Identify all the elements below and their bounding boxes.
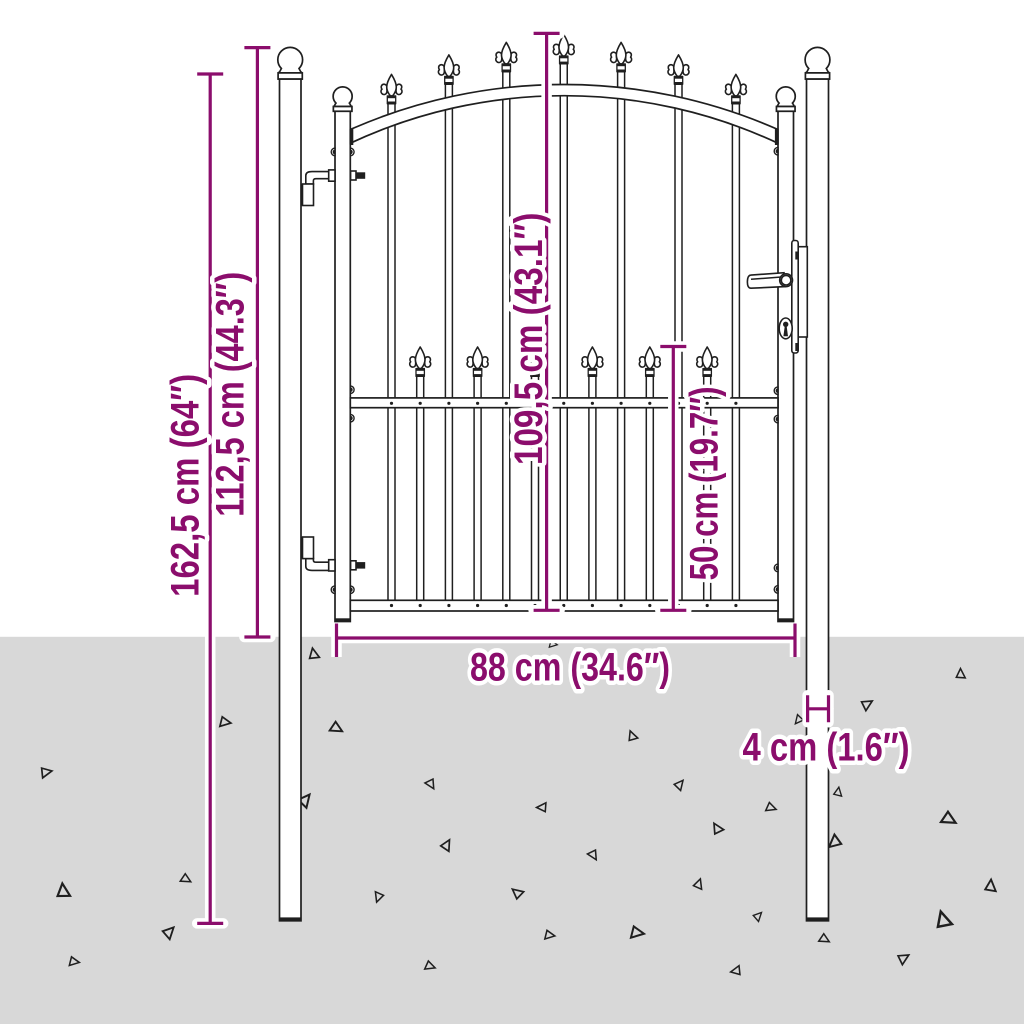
svg-text:50 cm (19.7″): 50 cm (19.7″) [683,386,727,580]
svg-text:88 cm (34.6″): 88 cm (34.6″) [470,646,670,690]
svg-text:109,5 cm (43.1″): 109,5 cm (43.1″) [507,213,551,466]
svg-text:112,5 cm (44.3″): 112,5 cm (44.3″) [209,272,253,517]
svg-text:162,5 cm (64″): 162,5 cm (64″) [164,374,208,597]
svg-text:4 cm (1.6″): 4 cm (1.6″) [743,726,910,770]
